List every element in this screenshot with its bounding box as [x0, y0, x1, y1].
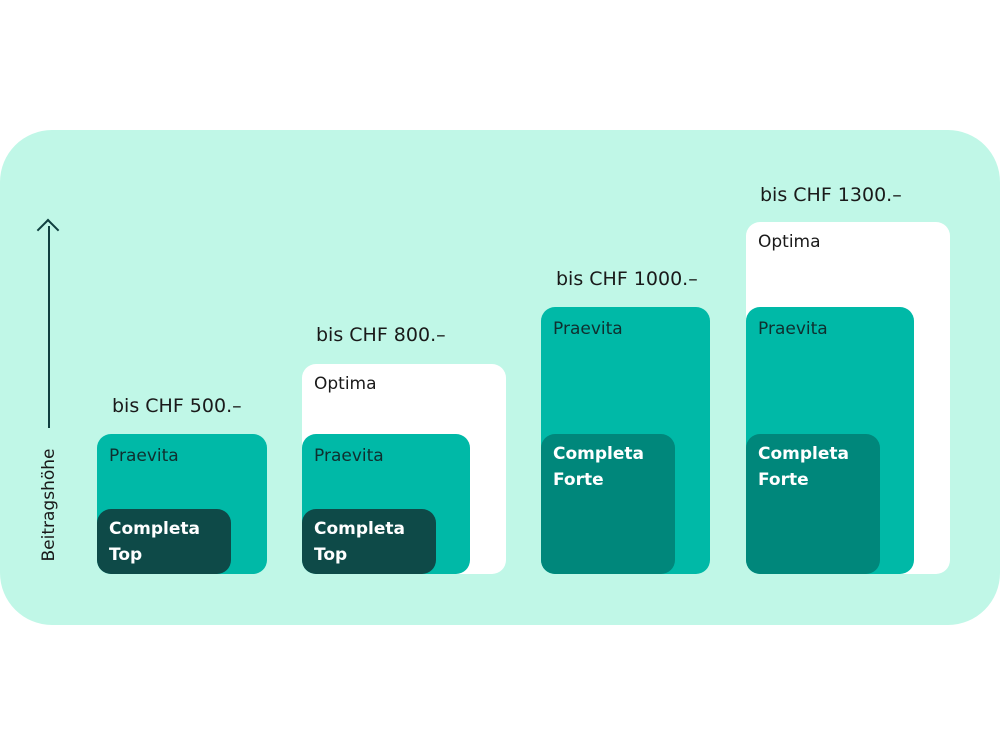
- axis-line: [48, 226, 50, 428]
- completa-forte-box-4: Completa Forte: [746, 434, 880, 574]
- praevita-label-1: Praevita: [109, 446, 179, 466]
- completa-top-box-1: Completa Top: [97, 509, 231, 574]
- completa-label-4: Completa Forte: [758, 444, 849, 491]
- completa-label-3: Completa Forte: [553, 444, 644, 491]
- completa-label-1: Completa Top: [109, 519, 200, 566]
- praevita-label-3: Praevita: [553, 319, 623, 339]
- price-label-4: bis CHF 1300.–: [760, 184, 902, 206]
- optima-label-2: Optima: [314, 374, 377, 394]
- praevita-label-2: Praevita: [314, 446, 384, 466]
- price-label-3: bis CHF 1000.–: [556, 268, 698, 290]
- optima-label-4: Optima: [758, 232, 821, 252]
- y-axis-label: Beitragshöhe: [39, 448, 59, 562]
- price-label-2: bis CHF 800.–: [316, 324, 446, 346]
- completa-label-2: Completa Top: [314, 519, 405, 566]
- praevita-label-4: Praevita: [758, 319, 828, 339]
- completa-forte-box-3: Completa Forte: [541, 434, 675, 574]
- price-label-1: bis CHF 500.–: [112, 395, 242, 417]
- completa-top-box-2: Completa Top: [302, 509, 436, 574]
